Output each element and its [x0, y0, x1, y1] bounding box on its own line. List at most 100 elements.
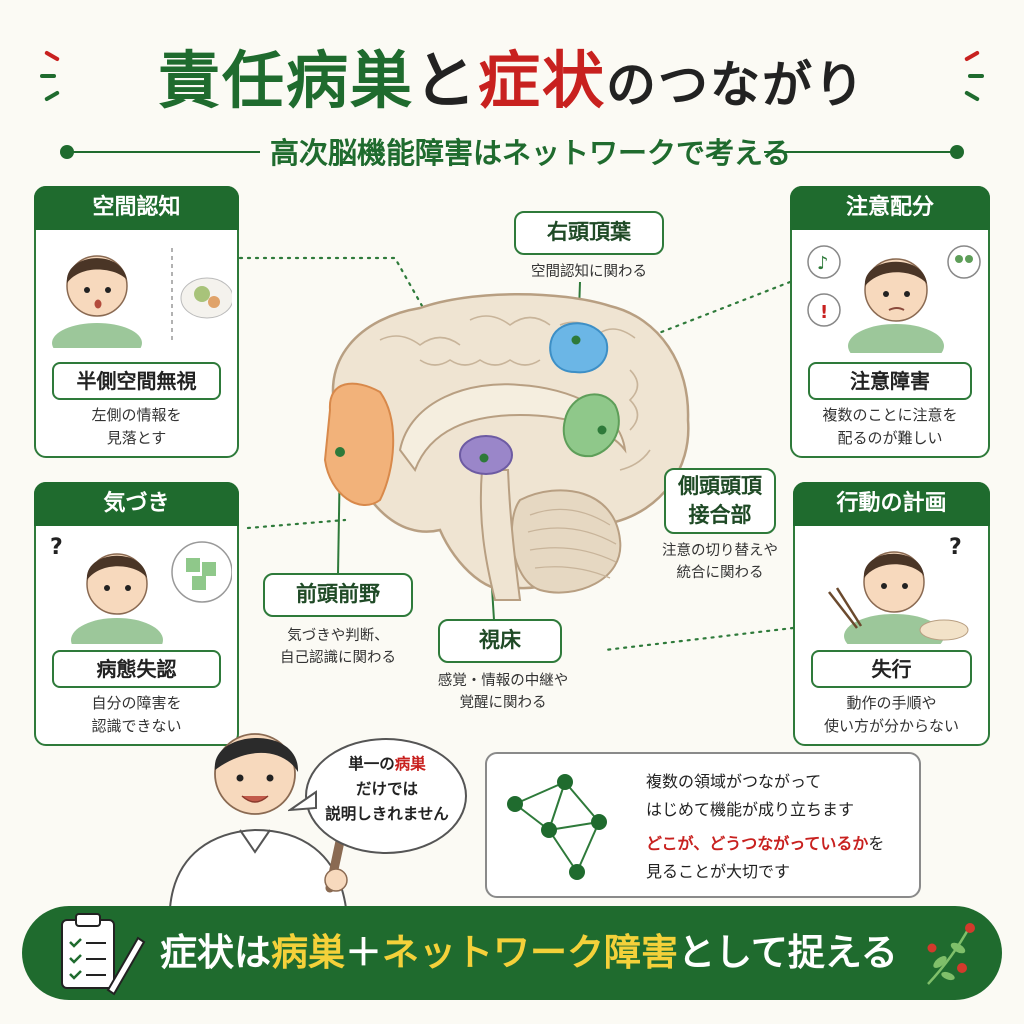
card-attention-desc: 複数のことに注意を 配るのが難しい [796, 404, 984, 450]
card-spatial-desc-line2: 見落とす [106, 429, 167, 447]
region-label-tpj-line2: 接合部 [688, 503, 752, 527]
network-text-line3-red: どこが、どうつながっているか [646, 834, 869, 853]
card-spatial-header: 空間認知 [34, 186, 239, 230]
bubble-line3: 説明しきれません [325, 805, 449, 823]
region-label-tpj-line1: 側頭頭頂 [678, 474, 762, 498]
doctor-illustration [168, 733, 348, 908]
boy-puzzled-illustration: ? [50, 535, 232, 644]
banner-part4: ネットワーク障害 [382, 931, 678, 974]
speech-bubble-tail [288, 790, 317, 812]
network-text-line3: どこが、どうつながっているかを [646, 830, 884, 858]
card-spatial-desc: 左側の情報を 見落とす [42, 404, 231, 450]
exclamation-icon: ! [820, 302, 828, 323]
region-desc-tpj: 注意の切り替えや 統合に関わる [640, 540, 800, 584]
speech-bubble-text: 単一の病巣 だけでは 説明しきれません [312, 752, 462, 827]
title-part-lesion: 責任病巣 [157, 44, 414, 117]
question-mark-icon: ? [50, 535, 63, 560]
card-attention-desc-line2: 配るのが難しい [837, 429, 943, 447]
subtitle-line-left [70, 151, 260, 153]
card-spatial-desc-line1: 左側の情報を [91, 406, 182, 424]
card-attention-header: 注意配分 [790, 186, 990, 230]
region-label-right-parietal: 右頭頂葉 [514, 211, 664, 255]
dot-thalamus [479, 453, 489, 463]
region-desc-prefrontal-line2: 自己認識に関わる [280, 650, 396, 666]
network-text-line3-tail: を [868, 834, 885, 853]
title-burst-right-icon [960, 48, 1000, 108]
bubble-line1-a: 単一の [348, 755, 395, 773]
banner-part2: 病巣 [271, 931, 345, 974]
card-awareness-header: 気づき [34, 482, 239, 526]
title-part-connection: のつながり [606, 56, 867, 114]
connector-awareness [246, 518, 347, 530]
title-part-to: と [413, 44, 478, 117]
berry-branch-icon [927, 923, 975, 985]
dot-right-parietal [571, 335, 581, 345]
bubble-line2: だけでは [355, 780, 418, 798]
title-burst-left-icon [40, 48, 80, 108]
card-spatial-label: 半側空間無視 [52, 362, 221, 400]
region-desc-tpj-line2: 統合に関わる [676, 565, 764, 581]
card-planning: 行動の計画 ? 失行 動作の手順や 使い方が分からない [793, 482, 990, 746]
cerebellum [510, 489, 622, 594]
pencil-icon [106, 936, 146, 996]
card-attention-desc-line1: 複数のことに注意を [822, 406, 958, 424]
dot-prefrontal [335, 447, 345, 457]
network-box [485, 752, 921, 898]
bottom-banner [22, 906, 1002, 1000]
clipboard-icon [61, 913, 146, 996]
region-label-tpj: 側頭頭頂 接合部 [664, 468, 776, 534]
card-planning-desc-line1: 動作の手順や [846, 694, 937, 712]
boy-thinking-illustration: ♪ ! [807, 245, 981, 353]
dot-tpj [597, 425, 607, 435]
music-note-icon: ♪ [817, 253, 829, 274]
people-icon [965, 255, 973, 263]
card-spatial: 空間認知 半側空間無視 左側の情報を 見落とす [34, 186, 239, 458]
region-desc-prefrontal-line1: 気づきや判断、 [287, 628, 389, 644]
region-desc-thalamus: 感覚・情報の中継や 覚醒に関わる [418, 670, 588, 714]
boy-chopsticks-illustration: ? [828, 535, 969, 644]
network-text-line4: 見ることが大切です [646, 862, 791, 881]
region-desc-thalamus-line2: 覚醒に関わる [459, 695, 547, 711]
question-mark-icon-2: ? [949, 535, 962, 560]
region-tpj [562, 393, 620, 458]
region-label-thalamus: 視床 [438, 619, 562, 663]
card-planning-header: 行動の計画 [793, 482, 990, 526]
subtitle-line-right [764, 151, 954, 153]
card-awareness-desc: 自分の障害を 認識できない [42, 692, 231, 738]
banner-text: 症状は病巣＋ネットワーク障害として捉える [160, 923, 940, 983]
boy-pointing-illustration [52, 248, 232, 348]
card-planning-desc-line2: 使い方が分からない [823, 717, 959, 735]
subtitle-dot-right [950, 145, 964, 159]
corpus-callosum [398, 383, 627, 473]
connector-planning [603, 626, 795, 652]
banner-part3: ＋ [345, 931, 382, 974]
region-right-parietal [549, 322, 609, 374]
network-text-line2: はじめて機能が成り立ちます [646, 800, 855, 819]
region-prefrontal [323, 382, 395, 506]
brainstem [479, 469, 522, 601]
region-label-prefrontal: 前頭前野 [263, 573, 413, 617]
card-awareness-label: 病態失認 [52, 650, 221, 688]
subtitle-dot-left [60, 145, 74, 159]
region-desc-right-parietal: 空間認知に関わる [531, 264, 647, 280]
network-text-line1: 複数の領域がつながって [646, 772, 822, 791]
card-awareness-desc-line2: 認識できない [91, 717, 182, 735]
brain-illustration [323, 293, 690, 601]
card-planning-label: 失行 [811, 650, 972, 688]
bubble-line1-b: 病巣 [394, 755, 426, 773]
banner-part5: として捉える [678, 931, 898, 974]
card-planning-desc: 動作の手順や 使い方が分からない [799, 692, 984, 738]
card-attention-label: 注意障害 [808, 362, 972, 400]
card-attention: 注意配分 ♪ ! 注意障害 複数のことに注意を 配るのが難しい [790, 186, 990, 458]
subtitle-row: 高次脳機能障害はネットワークで考える [60, 130, 964, 170]
network-graph-icon [507, 774, 607, 880]
connector-spatial [238, 256, 480, 407]
speech-bubble [305, 738, 467, 854]
card-awareness: 気づき ? 病態失認 自分の障害を 認識できない [34, 482, 239, 746]
card-awareness-desc-line1: 自分の障害を [91, 694, 182, 712]
banner-part1: 症状は [160, 931, 271, 974]
region-desc-prefrontal: 気づきや判断、 自己認識に関わる [248, 625, 428, 669]
page-title: 責任病巣と症状のつながり [0, 30, 1024, 117]
region-desc-tpj-line1: 注意の切り替えや [662, 543, 778, 559]
